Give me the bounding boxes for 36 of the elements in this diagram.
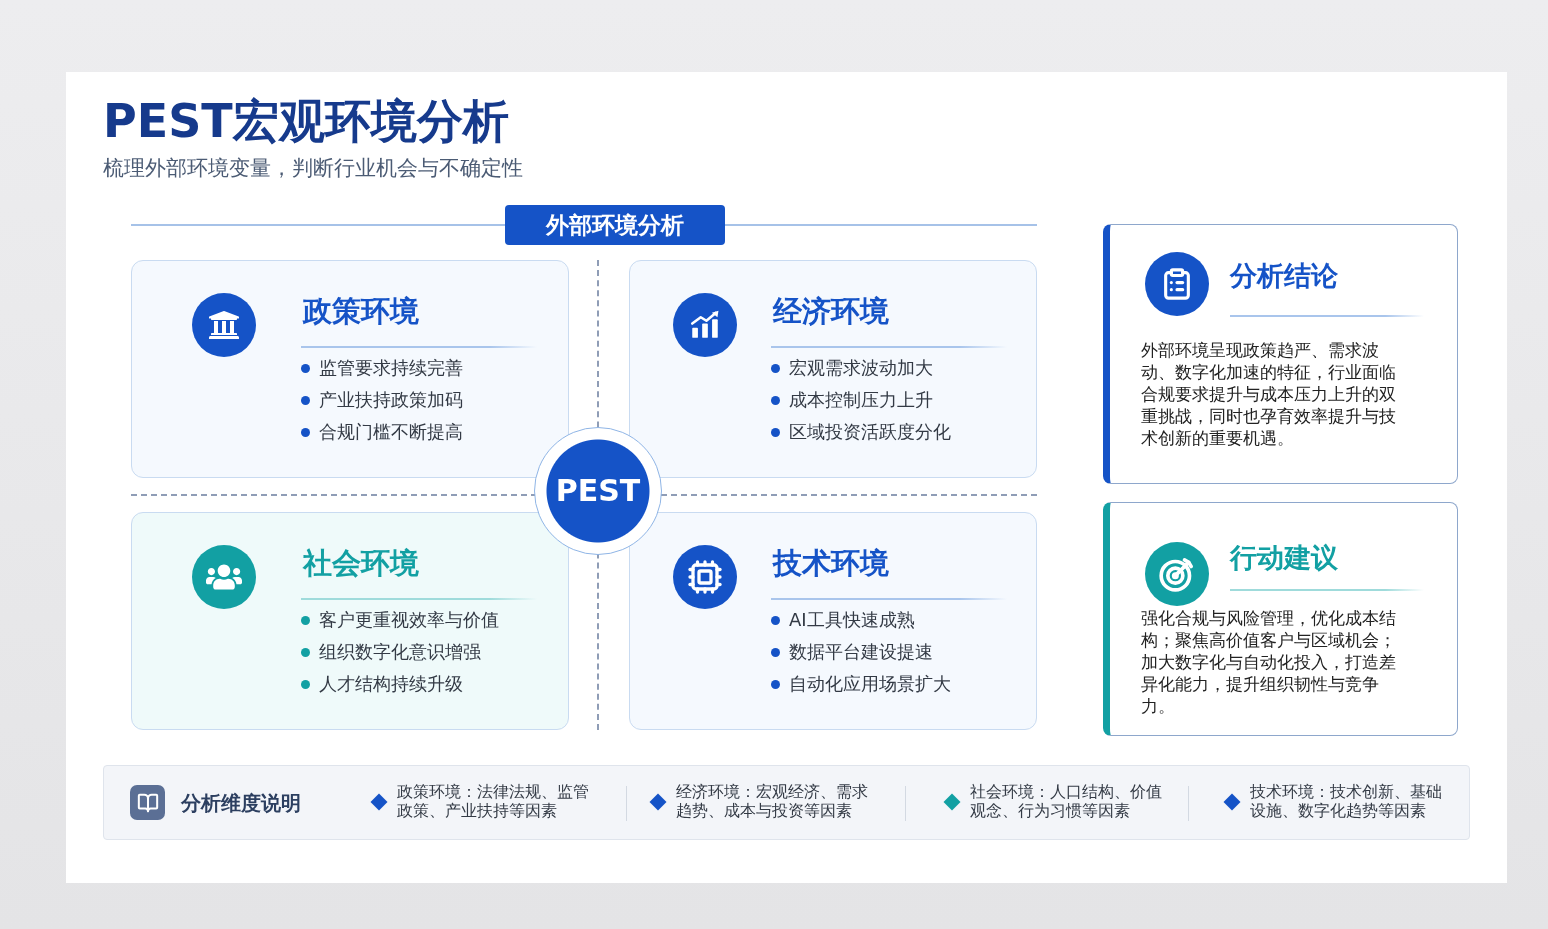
quadrant-heading: 社会环境 (303, 545, 419, 581)
card-heading: 分析结论 (1230, 259, 1338, 293)
quadrant-card (629, 260, 1037, 478)
bullet-text: 成本控制压力上升 (789, 388, 933, 412)
quadrant-heading: 技术环境 (773, 545, 889, 581)
page-subtitle: 梳理外部环境变量，判断行业机会与不确定性 (103, 155, 523, 182)
quadrant-card (131, 260, 569, 478)
card-body-text: 强化合规与风险管理，优化成本结构；聚焦高价值客户与区域机会；加大数字化与自动化投入，打造差异化能力，提升组织韧性与竞争力。 (1141, 607, 1397, 717)
dimension-note: 政策环境：法律法规、监管政策、产业扶持等因素 (397, 782, 590, 820)
card-body-text: 外部环境呈现政策趋严、需求波动、数字化加速的特征，行业面临合规要求提升与成本压力上升的双重挑战，同时也孕育效率提升与技术创新的重要机遇。 (1141, 339, 1397, 449)
dimension-note: 社会环境：人口结构、价值观念、行为习惯等因素 (970, 782, 1163, 820)
bullet-text: 客户更重视效率与价值 (319, 608, 499, 632)
quadrant-card (131, 512, 569, 730)
bullet-text: 合规门槛不断提高 (319, 420, 463, 444)
bullet-text: 人才结构持续升级 (319, 672, 463, 696)
bullet-text: 监管要求持续完善 (319, 356, 463, 380)
quadrant-heading: 政策环境 (303, 293, 419, 329)
dimension-note: 技术环境：技术创新、基础设施、数字化趋势等因素 (1250, 782, 1443, 820)
card-heading: 行动建议 (1230, 541, 1338, 575)
center-label: PEST (555, 473, 641, 509)
bullet-text: 区域投资活跃度分化 (789, 420, 951, 444)
bullet-text: 数据平台建设提速 (789, 640, 933, 664)
dimension-note: 经济环境：宏观经济、需求趋势、成本与投资等因素 (676, 782, 869, 820)
page-title: PEST宏观环境分析 (103, 93, 509, 149)
bullet-text: 自动化应用场景扩大 (789, 672, 951, 696)
bullet-text: AI工具快速成熟 (789, 608, 915, 632)
info-bar (103, 765, 1470, 840)
quadrant-heading: 经济环境 (773, 293, 889, 329)
bullet-text: 产业扶持政策加码 (319, 388, 463, 412)
info-bar-heading: 分析维度说明 (181, 790, 301, 817)
quadrant-card (629, 512, 1037, 730)
bullet-text: 宏观需求波动加大 (789, 356, 933, 380)
bullet-text: 组织数字化意识增强 (319, 640, 481, 664)
summary-card (1103, 224, 1458, 484)
section-banner: 外部环境分析 (505, 205, 725, 245)
summary-card (1103, 502, 1458, 736)
